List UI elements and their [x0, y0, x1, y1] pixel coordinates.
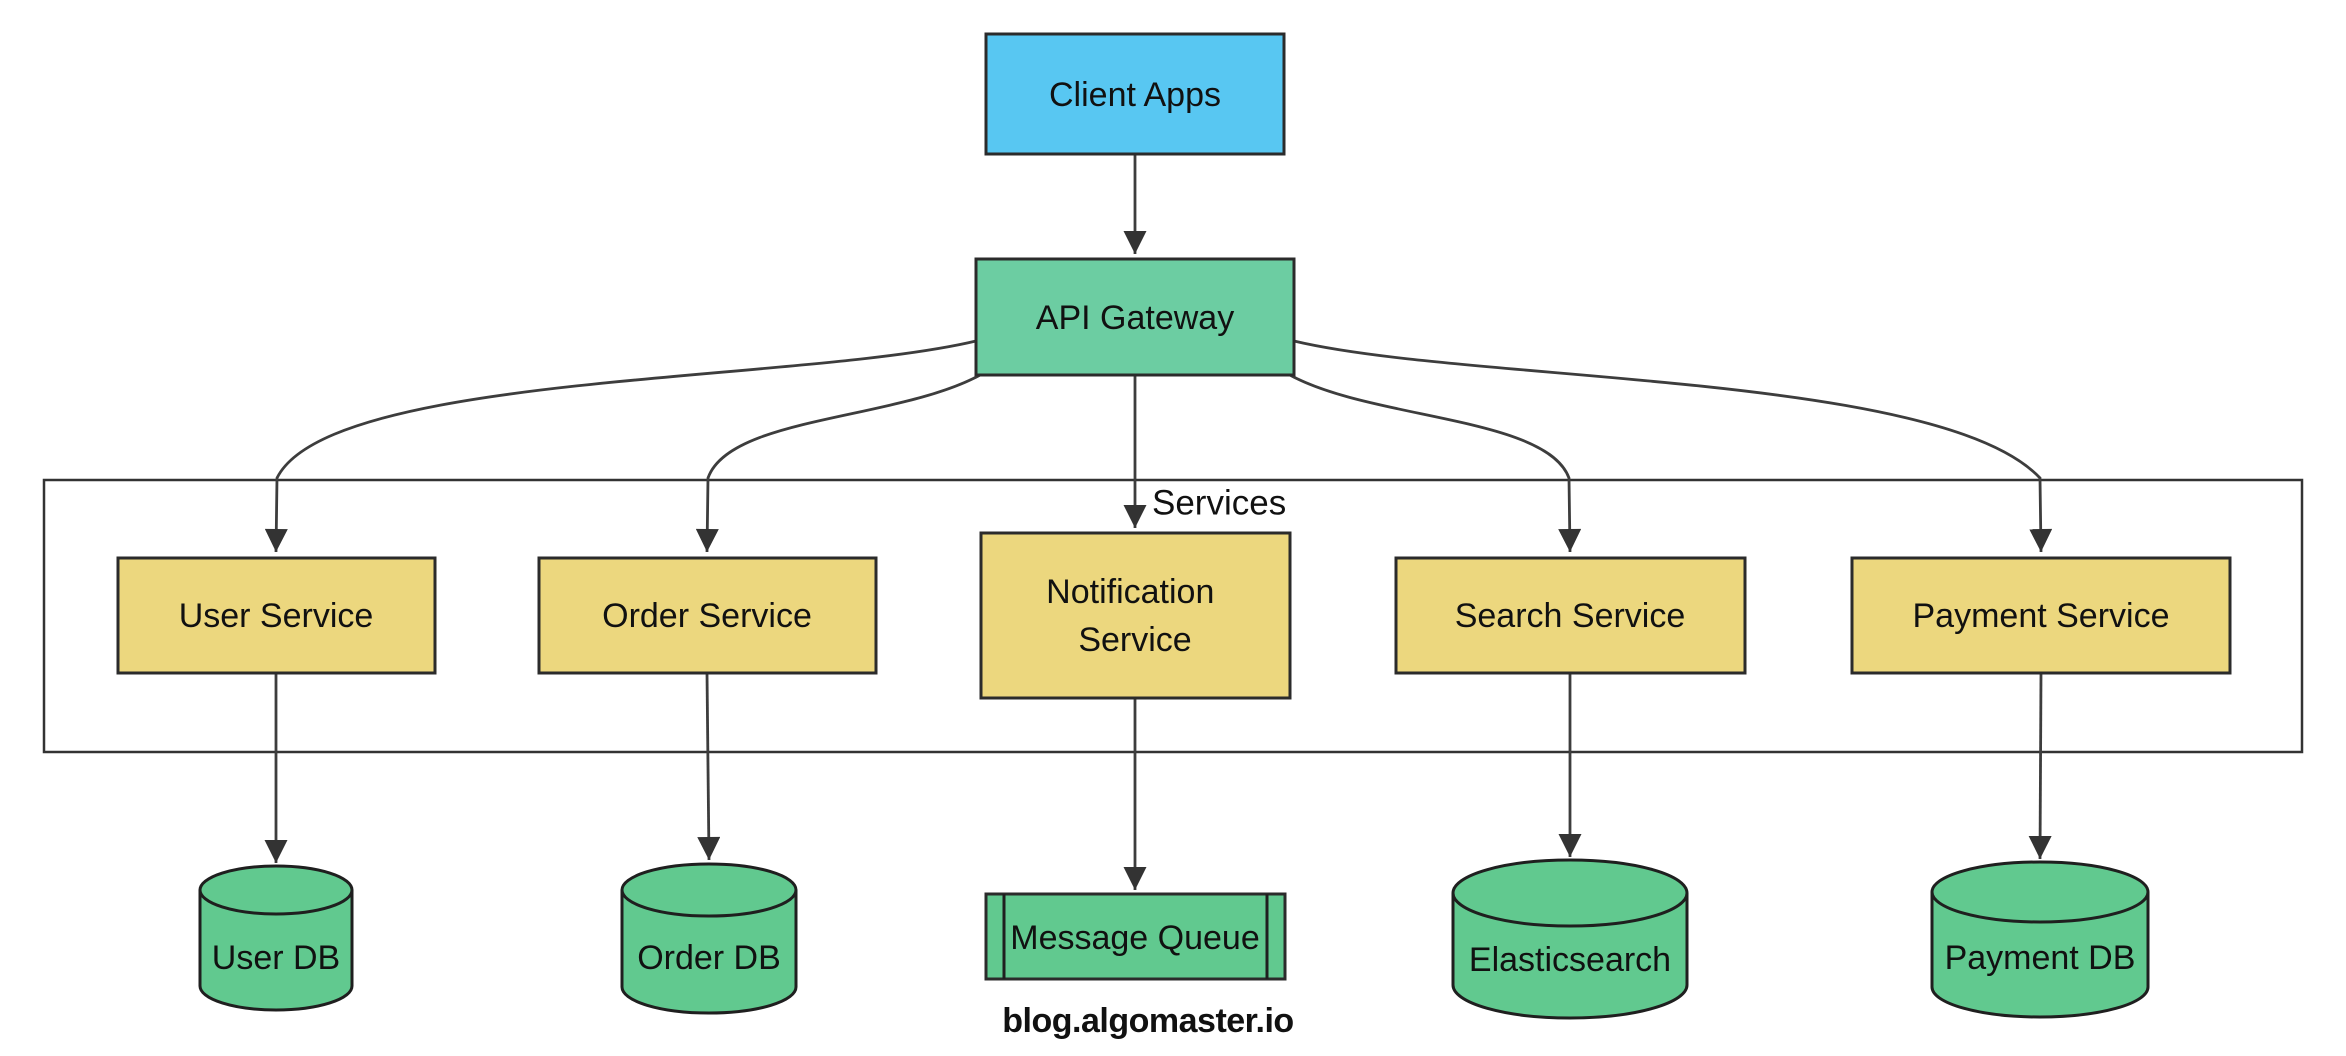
edge-api-gateway-to-payment-service: [1293, 339, 2053, 553]
edge-payment-service-to-payment-db: [2028, 672, 2052, 860]
edge-order-service-to-order-db: [697, 672, 721, 861]
watermark-io: io: [1264, 1002, 1293, 1040]
user-db-rim: [198, 889, 354, 916]
payment-db-node: [1930, 860, 2150, 1019]
services-container-label: Services: [1152, 484, 1286, 523]
payment-db-rim: [1930, 891, 2150, 924]
order-db-label: Order DB: [637, 939, 781, 977]
user-service-label: User Service: [179, 597, 374, 635]
order-db-rim: [620, 889, 798, 918]
payment-service-label: Payment Service: [1913, 597, 2170, 635]
client-apps-label: Client Apps: [1049, 76, 1221, 114]
notification-service-label: Notification Service: [1046, 573, 1224, 659]
payment-service-node: [1850, 556, 2232, 675]
elasticsearch-label: Elasticsearch: [1469, 941, 1671, 979]
client-apps-node: [984, 32, 1286, 156]
message-queue-label: Message Queue: [1010, 919, 1260, 957]
watermark-blog: blog: [1002, 1002, 1072, 1040]
notification-service-label-line2: Service: [1078, 621, 1191, 659]
watermark-text: blog.algomaster.io: [1002, 1002, 1293, 1040]
user-service-node: [116, 556, 437, 675]
user-db-node: [198, 864, 354, 1012]
search-service-node: [1394, 556, 1747, 675]
message-queue-node: [984, 892, 1287, 981]
edge-api-gateway-to-order-service: [695, 372, 983, 553]
api-gateway-node: [974, 257, 1296, 377]
notification-service-node: [979, 531, 1292, 700]
api-gateway-label: API Gateway: [1036, 299, 1234, 337]
user-db-label: User DB: [212, 939, 340, 977]
elasticsearch-rim: [1451, 892, 1689, 928]
search-service-label: Search Service: [1455, 597, 1686, 635]
watermark-dot2: .: [1256, 1002, 1265, 1040]
edge-api-gateway-to-user-service: [264, 339, 977, 553]
watermark-algomaster: algomaster: [1081, 1002, 1258, 1040]
notification-service-label-line1: Notification: [1046, 573, 1214, 611]
order-service-node: [537, 556, 878, 675]
order-db-node: [620, 862, 798, 1015]
order-service-label: Order Service: [602, 597, 812, 635]
edge-api-gateway-to-search-service: [1287, 372, 1582, 553]
watermark-dot1: .: [1072, 1002, 1081, 1040]
payment-db-label: Payment DB: [1945, 939, 2136, 977]
elasticsearch-node: [1451, 858, 1689, 1020]
